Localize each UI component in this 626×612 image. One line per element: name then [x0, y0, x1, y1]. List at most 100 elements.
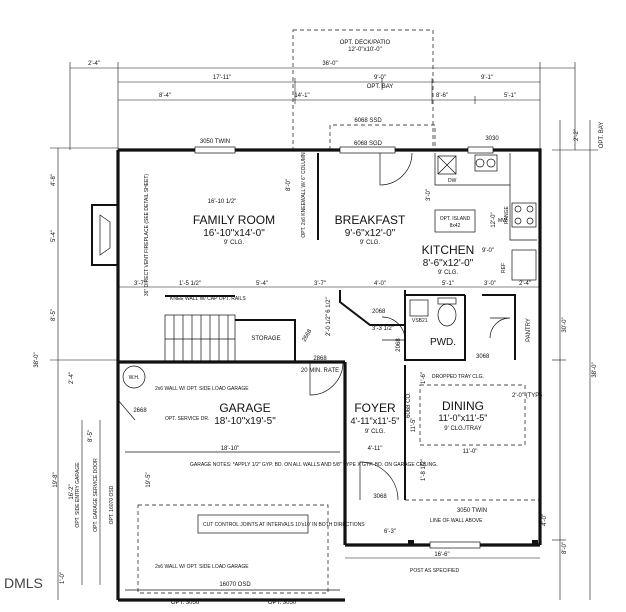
dim-14-1: 14'-1"	[294, 93, 309, 99]
dim-2-4-left: 2'-4"	[69, 372, 75, 384]
dim-2-0-typ: 2'-0" (TYP.)	[512, 393, 542, 399]
garage-notes-text: GARAGE NOTES: *APPLY 1/2" GYP. BD. ON AL…	[190, 462, 438, 468]
family-room-name: FAMILY ROOM	[193, 213, 275, 227]
dim-12-0: 12'-0"	[491, 212, 497, 227]
range-label: RANGE	[504, 205, 510, 223]
dining-ceiling: 9' CLG./TRAY	[444, 426, 481, 432]
dim-5-1b: 5'-1"	[442, 281, 454, 287]
dim-2-4-top: 2'-4"	[88, 61, 100, 67]
dim-8-0b: 8'-0"	[562, 542, 568, 554]
post-right	[532, 540, 538, 546]
window-3030	[467, 146, 494, 154]
storage-label: STORAGE	[251, 336, 280, 342]
dim-8-5-left: 8'-5"	[51, 309, 57, 321]
dw-label: DW	[448, 178, 457, 184]
stairs	[164, 314, 236, 364]
dim-6-1-2: 6 1/2"	[326, 297, 332, 312]
dim-4-0: 4'-0"	[374, 281, 386, 287]
dim-3-7a: 3'-7"	[134, 281, 146, 287]
kitchen-counters	[434, 153, 537, 281]
door-swing-2868	[309, 361, 344, 396]
mw-label: MW	[498, 218, 507, 224]
door-2668b-label: 2668	[133, 408, 147, 414]
dim-38-0-right: 38'-0"	[592, 362, 598, 377]
breakfast-size: 9'-6"x12'-0"	[345, 228, 396, 239]
water-heater	[122, 365, 146, 389]
kneewall-label: OPT. 2x6 KNEEWALL W/ 6" COLUMN	[301, 152, 307, 238]
pantry-walls	[482, 294, 516, 360]
door-3068-label: 3068	[476, 354, 490, 360]
dim-3-0: 3'-0"	[426, 189, 432, 201]
family-room-size: 16'-10"x14'-0"	[203, 228, 265, 239]
opt-garage-service-label: OPT. GARAGE SERVICE DOOR	[93, 458, 99, 532]
dim-5-4b: 5'-4"	[256, 281, 268, 287]
dim-6-3: 6'-3"	[384, 529, 396, 535]
door-2068b-label: 2068	[396, 338, 402, 352]
post-left	[408, 540, 414, 546]
dim-8-4: 8'-4"	[159, 93, 171, 99]
two-hour-wall-top-label: 2x6 WALL W/ OPT. SIDE LOAD GARAGE	[155, 386, 249, 392]
dropped-label: DROPPED TRAY CLG.	[432, 374, 484, 380]
dim-19-5: 19'-5"	[146, 472, 152, 487]
door-2868-label: 2868	[313, 356, 327, 362]
door-6068-co-label: 6068 CO.	[406, 392, 412, 418]
window-3030-label: 3030	[485, 136, 499, 142]
dining-name: DINING	[442, 399, 484, 413]
door-swing-pantry	[489, 317, 511, 339]
dim-4-0c: 4'-0"	[542, 514, 548, 526]
cut-joints-box	[197, 514, 309, 534]
knee-wall-rail-label: KNEE WALL W/ CAP OPT. RAILS	[170, 296, 246, 302]
dining-size: 11'-0"x11'-5"	[438, 413, 487, 423]
breakfast-name: BREAKFAST	[335, 213, 406, 227]
window-3050-twin-label: 3050 TWIN	[200, 139, 230, 145]
garage-floor-outline	[137, 504, 329, 594]
dim-5-1: 5'-1"	[504, 93, 516, 99]
dim-16-10: 16'-10 1/2"	[208, 199, 237, 205]
dim-3-0-mid: 3'-0"	[484, 281, 496, 287]
service-dr-label: OPT. SERVICE DR.	[165, 416, 209, 422]
dim-18-10: 18'-10"	[221, 446, 240, 452]
left-dimensions	[50, 147, 118, 600]
garage-name: GARAGE	[219, 401, 270, 415]
door-swing-pwd	[381, 316, 406, 341]
dim-11-5: 11'-5"	[411, 418, 417, 433]
dim-4-11: 4'-11"	[368, 446, 383, 452]
right-dimensions	[552, 120, 598, 600]
breakfast-ceiling: 9' CLG.	[360, 240, 380, 246]
window-3050-twin	[194, 146, 236, 154]
foyer-ceiling: 9' CLG.	[365, 429, 385, 435]
deck-label: OPT. DECK/PATIO	[340, 40, 391, 46]
garage-size: 18'-10"x19'-5"	[214, 416, 276, 427]
two-hour-wall-bot-label: 2x6 WALL W/ OPT. SIDE LOAD GARAGE	[155, 564, 249, 570]
post-label: POST AS SPECIFIED	[410, 568, 459, 574]
dim-1-5: 1'-5 1/2"	[179, 281, 201, 287]
kitchen-island	[434, 209, 476, 233]
garage-notes: GARAGE NOTES: *APPLY 1/2" GYP. BD. ON AL…	[190, 462, 438, 468]
door-swing-front	[359, 461, 399, 501]
dim-4-8-left: 4'-8"	[51, 174, 57, 186]
door-6068-sgd	[339, 146, 396, 154]
door-6068-top-label: 6068 SSD	[354, 118, 382, 124]
dim-3-3: 3'-3 1/2"	[372, 326, 394, 332]
watermark: DMLS	[4, 575, 43, 591]
twenty-min-label: 20 MIN. RATE	[301, 368, 339, 374]
door-swing-breakfast	[379, 152, 413, 186]
tray-ceiling	[419, 384, 526, 446]
vsb-label: VSB21	[412, 318, 428, 324]
dim-5-4-left: 5'-4"	[51, 230, 57, 242]
opt-16070-label: OPT. 16070 OSD	[109, 485, 115, 524]
opt-side-entry-label: OPT. SIDE ENTRY GARAGE	[75, 462, 81, 528]
window-3050-twin-b	[429, 541, 481, 549]
dim-8-5: 8'-5"	[88, 430, 94, 442]
dim-36-0-top: 36'-0"	[322, 61, 337, 67]
opt-bay-label: OPT. BAY	[367, 84, 394, 90]
dim-3-7b: 3'-7"	[314, 281, 326, 287]
opt-3050-a: OPT. 3050	[171, 600, 200, 606]
fireplace	[91, 204, 119, 266]
ref-label: REF	[501, 263, 507, 273]
door-2668-label: 2668	[302, 328, 314, 343]
top-dimensions	[69, 62, 576, 150]
dim-16-2: 16'-2"	[69, 484, 75, 499]
storage-wall	[235, 319, 296, 362]
cut-joints-label: CUT CONTROL JOINTS AT INTERVALS 10'x10' …	[203, 522, 365, 528]
